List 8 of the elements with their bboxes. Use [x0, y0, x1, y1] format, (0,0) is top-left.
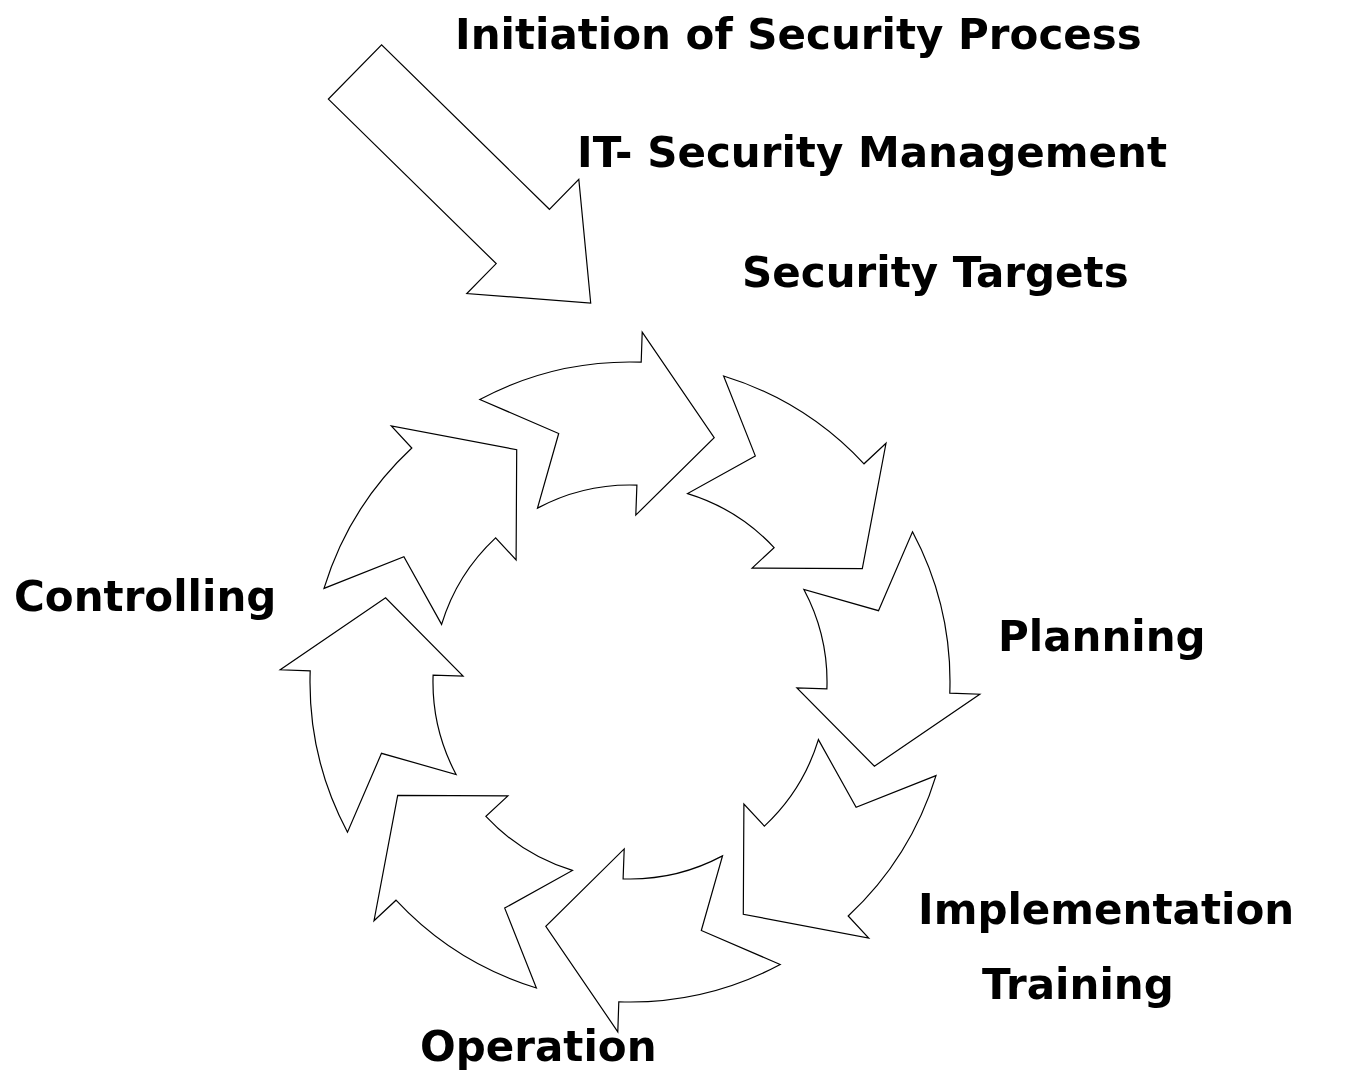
phase-label: Operation	[420, 1022, 657, 1072]
phase-label: Planning	[998, 612, 1206, 662]
heading-label: Initiation of Security Process	[455, 10, 1142, 60]
phase-label: IT- Security Management	[577, 128, 1168, 178]
phase-label: Security Targets	[742, 248, 1129, 298]
phase-label: Training	[982, 960, 1174, 1010]
phase-label: Controlling	[14, 572, 277, 622]
phase-label: Implementation	[918, 885, 1295, 935]
